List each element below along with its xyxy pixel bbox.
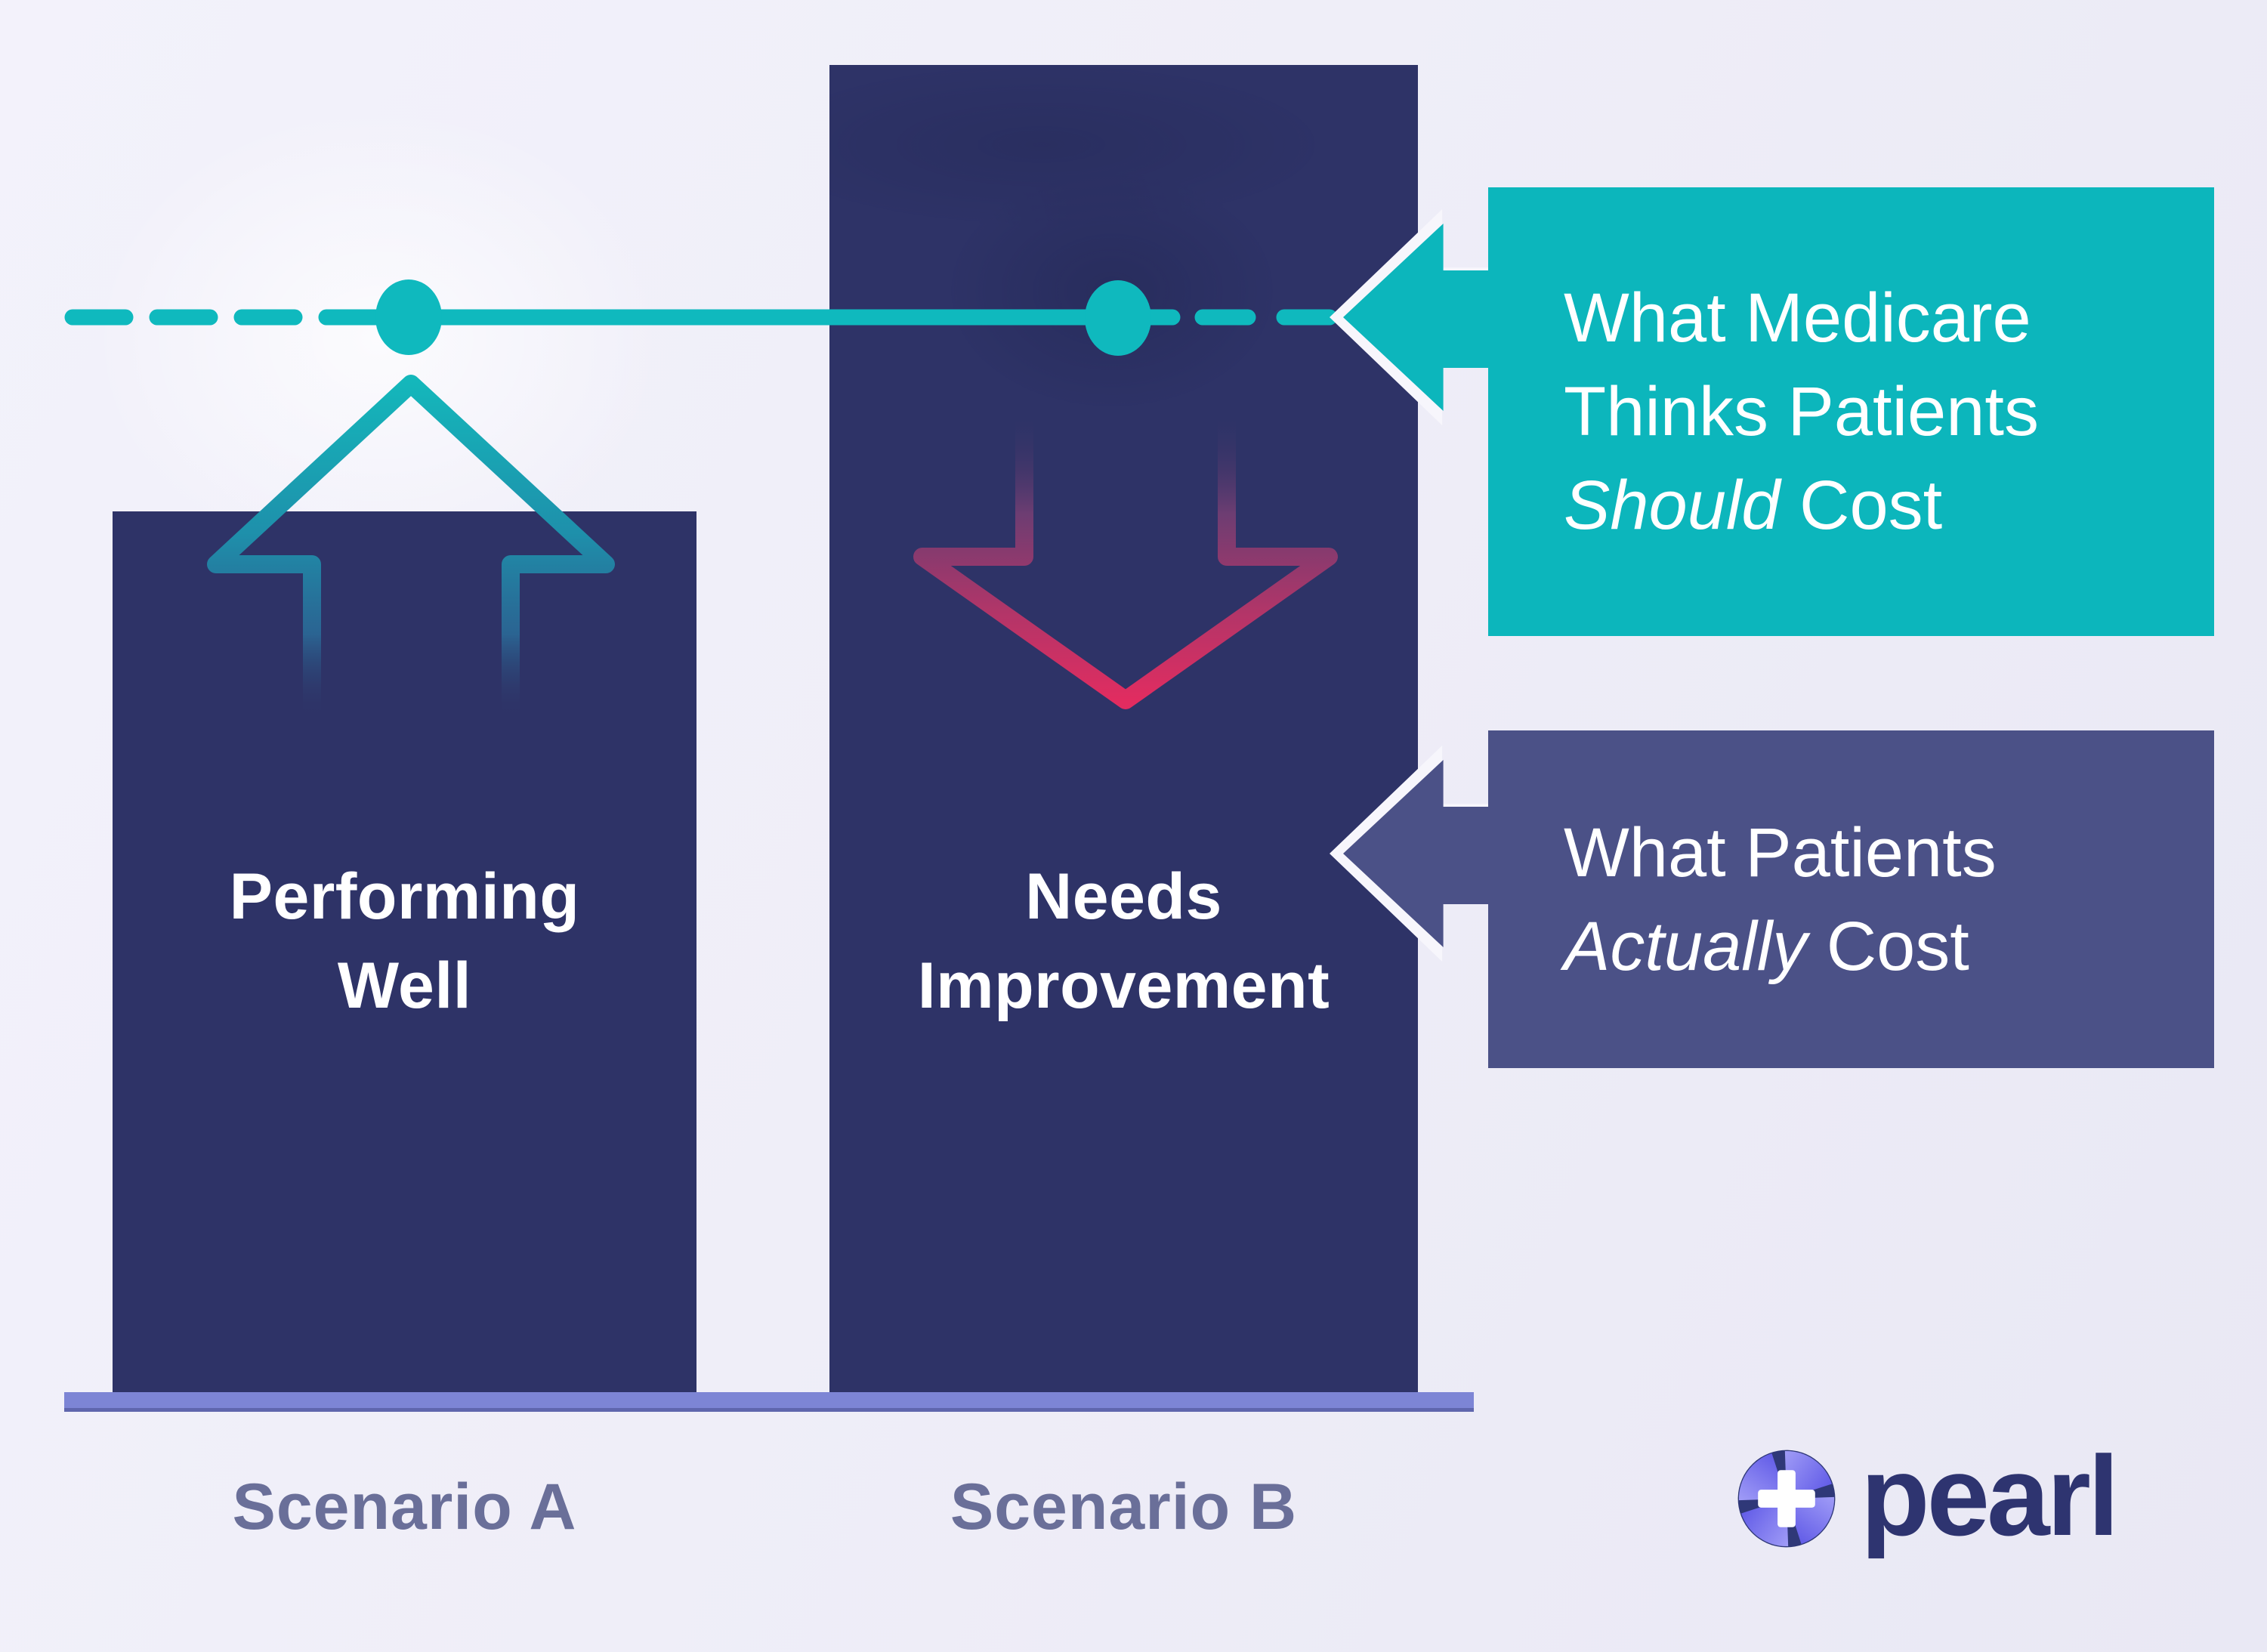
bar-scenario-b xyxy=(829,65,1418,1393)
bar-b-label-line1: Needs xyxy=(1025,860,1222,933)
should-emphasis: Should xyxy=(1564,467,1781,544)
actual-line2-rest: Cost xyxy=(1807,907,1969,985)
actual-callout-line1: What Patients xyxy=(1564,814,1997,891)
should-line3-rest: Cost xyxy=(1780,467,1943,544)
plus-icon xyxy=(1758,1469,1815,1527)
axis-label-scenario-b: Scenario B xyxy=(950,1471,1298,1543)
actual-callout-line2: Actually Cost xyxy=(1564,900,2184,993)
bar-b-label-line2: Improvement xyxy=(917,950,1330,1022)
background-glow xyxy=(91,106,665,574)
should-callout-line2: Thinks Patients xyxy=(1564,373,2039,450)
axis-label-scenario-a: Scenario A xyxy=(232,1471,577,1543)
should-callout-line1: What Medicare xyxy=(1564,279,2031,357)
callout-medicare-should-cost: What Medicare Thinks Patients Should Cos… xyxy=(1488,187,2214,636)
bar-b-label: Needs Improvement xyxy=(829,852,1418,1030)
bar-a-label-line1: Performing xyxy=(229,860,580,933)
x-axis-baseline xyxy=(64,1392,1474,1412)
benchmark-dot-scenario-a xyxy=(375,279,442,355)
callout-patients-actual-cost: What Patients Actually Cost xyxy=(1488,730,2214,1068)
pearl-wordmark: pearl xyxy=(1861,1432,2120,1559)
actual-emphasis: Actually xyxy=(1564,907,1808,985)
pearl-clover-plus-icon xyxy=(1737,1450,1836,1547)
should-callout-line3: Should Cost xyxy=(1564,459,2184,552)
bar-a-label: Performing Well xyxy=(113,852,696,1030)
pearl-logo: pearl xyxy=(1734,1432,2120,1559)
bar-a-label-line2: Well xyxy=(337,950,472,1022)
